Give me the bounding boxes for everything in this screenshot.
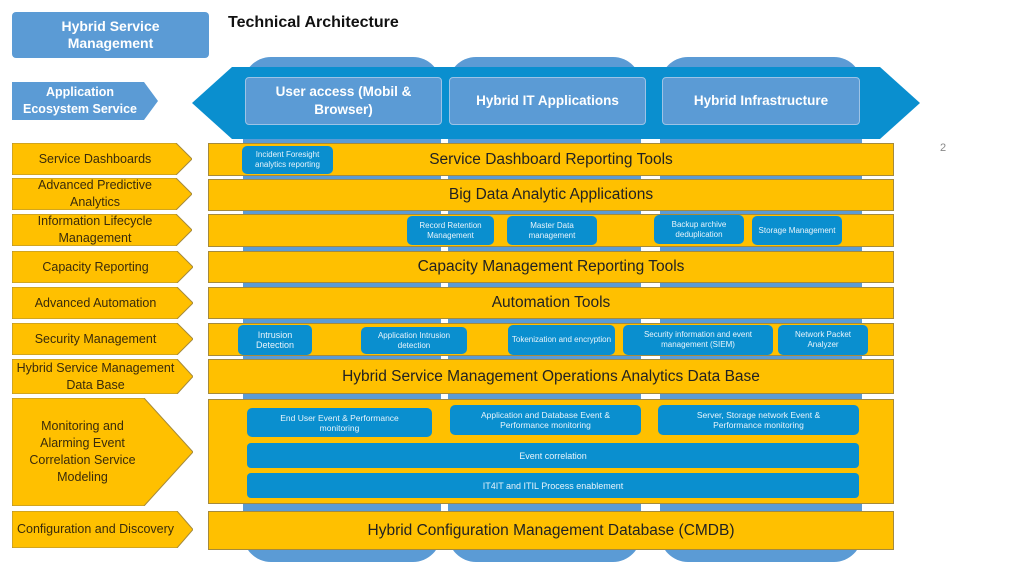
chip-record-retention: Record Retention Management xyxy=(407,216,494,245)
row-big-data-analytic: Big Data Analytic Applications xyxy=(208,179,894,211)
row-text: Capacity Management Reporting Tools xyxy=(417,258,685,275)
chip-master-data: Master Data management xyxy=(507,216,597,245)
layer-label-security-management: Security Management xyxy=(12,323,193,355)
chip-intrusion-detection: Intrusion Detection xyxy=(238,325,312,355)
layer-label-advanced-predictive-analytics: Advanced Predictive Analytics xyxy=(12,178,192,210)
column-hybrid-infrastructure: Hybrid Infrastructure xyxy=(662,77,860,125)
layer-label-text: Hybrid Service Management Data Base xyxy=(16,360,175,392)
row-capacity-management: Capacity Management Reporting Tools xyxy=(208,251,894,283)
layer-label-text: Capacity Reporting xyxy=(42,259,149,274)
column-hybrid-it-applications: Hybrid IT Applications xyxy=(449,77,646,125)
bar-event-correlation: Event correlation xyxy=(247,443,859,468)
layer-label-text: Configuration and Discovery xyxy=(16,522,175,536)
chip-network-packet-analyzer: Network Packet Analyzer xyxy=(778,325,868,355)
chip-incident-foresight: Incident Foresight analytics reporting xyxy=(242,146,333,174)
layer-label-text: Service Dashboards xyxy=(38,151,152,166)
layer-label-information-lifecycle: Information Lifecycle Management xyxy=(12,214,192,246)
layer-label-text: Security Management xyxy=(34,331,157,346)
row-cmdb: Hybrid Configuration Management Database… xyxy=(208,511,894,550)
application-ecosystem-text: Application Ecosystem Service xyxy=(23,85,137,116)
row-text: Hybrid Service Management Operations Ana… xyxy=(342,367,760,385)
bar-it4it-itil: IT4IT and ITIL Process enablement xyxy=(247,473,859,498)
row-automation-tools: Automation Tools xyxy=(208,287,894,319)
chip-tokenization: Tokenization and encryption xyxy=(508,325,615,355)
layer-label-monitoring-alarming: Monitoring and Alarming Event Correlatio… xyxy=(12,398,193,506)
layer-label-service-dashboards: Service Dashboards xyxy=(12,143,192,175)
layer-label-text: Advanced Automation xyxy=(34,295,157,310)
application-ecosystem-label: Application Ecosystem Service xyxy=(12,82,158,120)
chip-application-database-event: Application and Database Event & Perform… xyxy=(450,405,641,435)
column-user-access: User access (Mobil & Browser) xyxy=(245,77,442,125)
layer-label-text: Advanced Predictive Analytics xyxy=(38,178,152,209)
layer-label-text: Monitoring and Alarming Event Correlatio… xyxy=(29,419,136,484)
layer-label-configuration-discovery: Configuration and Discovery xyxy=(12,511,193,548)
layer-label-advanced-automation: Advanced Automation xyxy=(12,287,193,319)
layer-label-capacity-reporting: Capacity Reporting xyxy=(12,251,193,283)
chip-backup-archive: Backup archive deduplication xyxy=(654,215,744,244)
chip-server-storage-event: Server, Storage network Event & Performa… xyxy=(658,405,859,435)
row-text: Hybrid Configuration Management Database… xyxy=(367,521,735,539)
chip-storage-management: Storage Management xyxy=(752,216,842,245)
row-hsm-operations-analytics: Hybrid Service Management Operations Ana… xyxy=(208,359,894,394)
chip-siem: Security information and event managemen… xyxy=(623,325,773,355)
row-text: Service Dashboard Reporting Tools xyxy=(429,150,673,168)
chip-end-user-event: End User Event & Performance monitoring xyxy=(247,408,432,437)
layer-label-hsm-data-base: Hybrid Service Management Data Base xyxy=(12,359,193,394)
hybrid-service-management-title: Hybrid Service Management xyxy=(12,12,209,58)
page-number: 2 xyxy=(940,142,947,154)
layer-label-text: Information Lifecycle Management xyxy=(37,214,153,245)
page-heading: Technical Architecture xyxy=(228,14,399,31)
chip-application-intrusion: Application Intrusion detection xyxy=(361,327,467,354)
row-text: Big Data Analytic Applications xyxy=(448,186,654,203)
row-text: Automation Tools xyxy=(491,294,611,311)
